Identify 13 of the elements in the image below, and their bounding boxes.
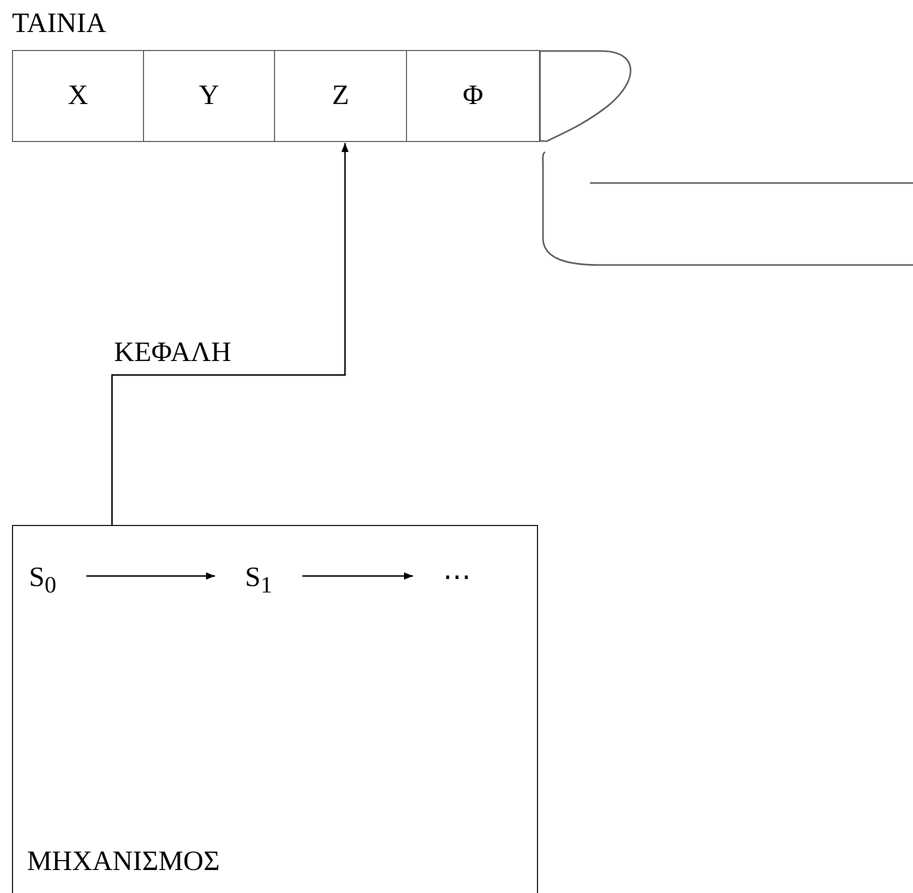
mechanism-label: ΜΗΧΑΝΙΣΜΟΣ: [27, 848, 220, 876]
tape-cell: Y: [143, 50, 275, 142]
tape-cell: Z: [274, 50, 407, 142]
tape-cell: X: [12, 50, 144, 142]
arrow: [86, 572, 215, 580]
state-label: S$_{1}$: [245, 564, 272, 598]
tape-cell: Φ: [406, 50, 540, 142]
tape-label: ΤΑΙΝΙΑ: [12, 10, 106, 38]
mechanism-box: [12, 525, 538, 893]
ellipsis: ⋯: [443, 564, 471, 592]
arrow: [111, 143, 349, 525]
arrow: [302, 572, 413, 580]
state-label: S$_{0}$: [29, 564, 56, 598]
